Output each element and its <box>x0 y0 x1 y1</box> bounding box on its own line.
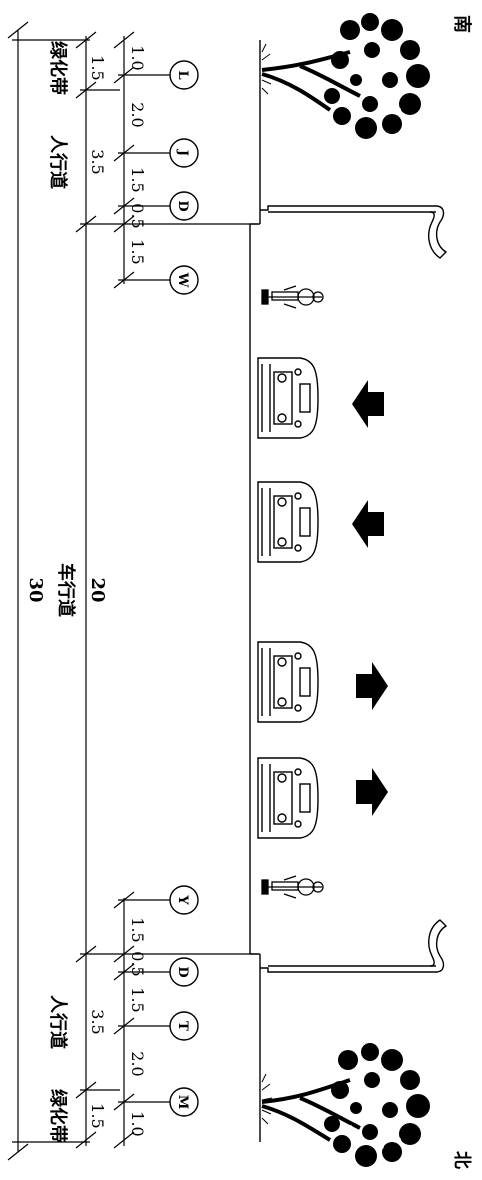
dim-south-2: 2.0 <box>128 102 147 127</box>
zone-walk-north: 人行道 <box>47 995 69 1049</box>
zone-green-north: 绿化带 <box>47 1089 69 1143</box>
dimension-line-zones <box>75 31 258 1149</box>
dim-north-4: 2.0 <box>128 1051 147 1076</box>
direction-north: 北 <box>451 1151 472 1169</box>
dim-south-3: 1.5 <box>128 167 147 192</box>
direction-south: 南 <box>451 15 473 33</box>
pipe-label-south-1: L <box>175 70 190 79</box>
pipe-marker-south-4 <box>169 265 199 295</box>
zone-carriageway: 车行道 <box>55 563 77 617</box>
car-lane-3 <box>257 641 319 723</box>
pipe-marker-north-1 <box>169 885 199 915</box>
dim-south-4: 0.5 <box>128 203 147 228</box>
cyclist-south <box>261 285 324 309</box>
arrow-lane-4-down <box>356 768 388 816</box>
arrow-lane-1-up <box>352 380 384 428</box>
pipe-marker-north-3 <box>169 1011 199 1041</box>
dimension-line-pipes-north <box>113 891 170 1149</box>
zone-green-south: 绿化带 <box>47 41 69 95</box>
dim-north-3: 1.5 <box>128 987 147 1012</box>
pipe-label-south-4: W <box>175 272 190 288</box>
pipe-marker-north-4 <box>169 1087 199 1117</box>
ground-profile <box>249 40 261 1142</box>
car-lane-1 <box>257 357 319 439</box>
pipe-label-north-4: M <box>175 1095 190 1109</box>
street-lamp-south <box>260 205 448 259</box>
car-lane-2 <box>257 481 319 563</box>
pipe-marker-south-2 <box>169 138 199 168</box>
dim-south-5: 1.5 <box>128 239 147 264</box>
street-lamp-north <box>260 919 448 973</box>
dimension-line-overall <box>7 21 90 1161</box>
tree-south <box>261 13 430 139</box>
pipe-label-north-3: T <box>175 1021 190 1031</box>
dim-green-north: 1.5 <box>88 1103 107 1128</box>
dim-north-1: 1.5 <box>128 917 147 942</box>
pipe-label-south-2: J <box>175 149 190 156</box>
zone-walk-south: 人行道 <box>47 135 69 189</box>
overall-width-label: 30 <box>25 577 46 602</box>
pipe-label-north-1: Y <box>175 894 190 905</box>
pipe-label-south-3: D <box>175 200 190 211</box>
tree-north <box>261 1043 430 1167</box>
pipe-marker-south-3 <box>169 191 199 221</box>
dim-north-5: 1.0 <box>128 1111 147 1136</box>
dim-south-1: 1.0 <box>128 45 147 70</box>
pipe-marker-north-2 <box>169 957 199 987</box>
dim-north-2: 0.5 <box>128 951 147 976</box>
arrow-lane-3-down <box>356 662 388 710</box>
dim-carriageway: 20 <box>87 577 108 602</box>
dim-walk-south: 3.5 <box>88 149 107 174</box>
dimension-line-pipes-south <box>113 31 170 289</box>
pipe-marker-south-1 <box>169 60 199 90</box>
arrow-lane-2-up <box>352 500 384 548</box>
dim-green-south: 1.5 <box>88 55 107 80</box>
dim-walk-north: 3.5 <box>88 1009 107 1034</box>
car-lane-4 <box>257 757 319 839</box>
pipe-label-north-2: D <box>175 966 190 977</box>
cyclist-north <box>261 875 324 899</box>
